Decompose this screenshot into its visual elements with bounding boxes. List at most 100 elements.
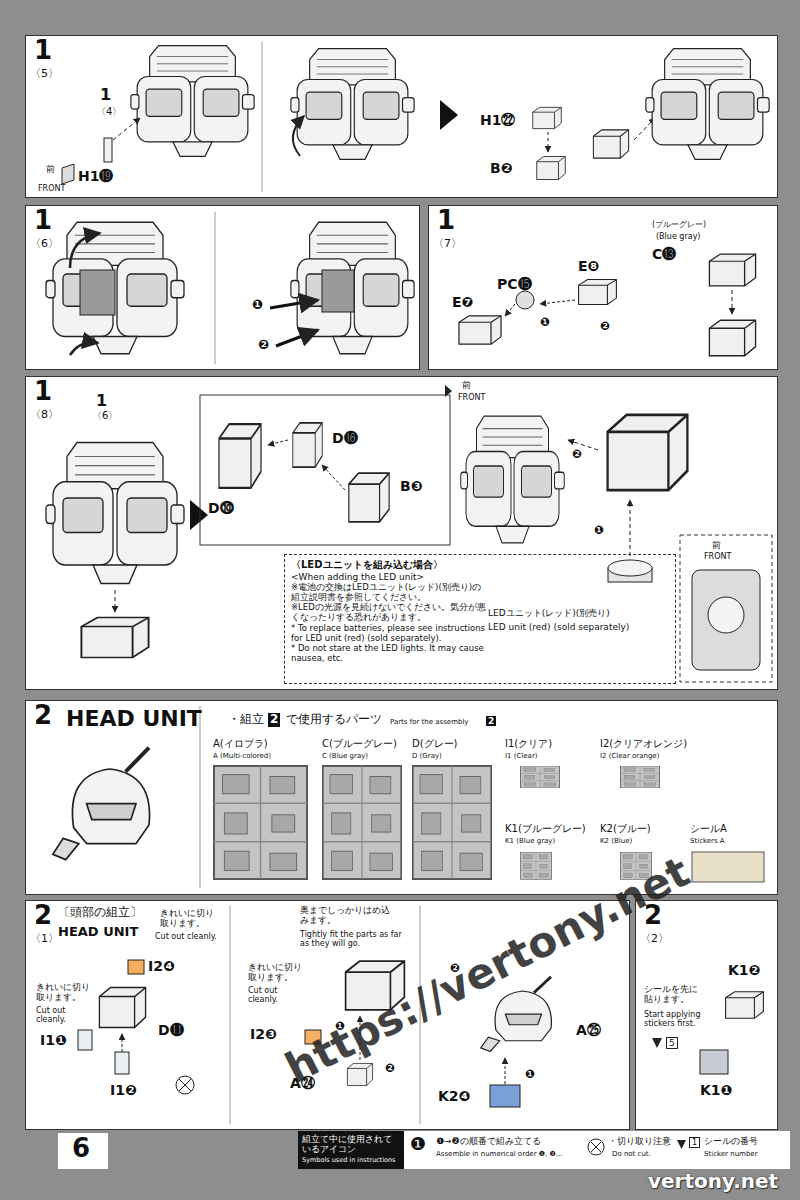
instruction-text: きれいに切り取ります。: [248, 962, 304, 983]
instruction-text: 組立て中に使用されているアイコン: [302, 1134, 392, 1155]
part-callout: D⓰: [332, 430, 358, 446]
instruction-text: Symbols used in instructions: [302, 1157, 395, 1164]
instruction-text: K1 (Blue gray): [505, 837, 555, 845]
instruction-text: 〈4〉: [96, 106, 122, 118]
step-number: 1: [34, 377, 52, 407]
instruction-text: C (Blue gray): [322, 752, 368, 760]
step-number: 1: [437, 206, 455, 236]
instruction-text: 前: [462, 380, 471, 390]
instruction-text: FRONT: [458, 393, 485, 402]
instruction-text: Tightly fit the parts as far as they wil…: [300, 930, 412, 948]
instruction-text: D(グレー): [412, 738, 458, 750]
instruction-text: I1(クリア): [505, 738, 552, 750]
part-callout: I1❷: [110, 1082, 137, 1098]
instruction-text: (ブルーグレー): [652, 220, 706, 229]
step-heading: 〈8〉: [30, 409, 59, 422]
watermark: https://vertony.net: [278, 848, 697, 1093]
instruction-text: ❶→❷の順番で組み立てる: [436, 1136, 541, 1146]
note-text: * To replace batteries, please see instr…: [291, 624, 486, 644]
instruction-text: Do not cut.: [612, 1150, 651, 1158]
step-heading: 〈7〉: [433, 238, 462, 251]
part-callout: 1: [96, 392, 107, 410]
instruction-text: I1 (Clear): [505, 752, 538, 760]
instruction-text: きれいに切り取ります。: [160, 908, 216, 929]
step-heading: 〈1〉: [30, 933, 59, 946]
step-heading: HEAD UNIT: [66, 706, 202, 731]
step-number: 1: [34, 36, 52, 66]
instruction-text: Start applying stickers first.: [644, 1010, 716, 1028]
instruction-text: Cut out cleanly.: [155, 932, 227, 941]
instruction-text: で使用するパーツ: [286, 713, 382, 727]
instruction-text: K1(ブルーグレー): [505, 823, 586, 835]
number-box: 2: [486, 716, 496, 726]
instruction-text: Sticker number: [704, 1150, 758, 1158]
part-callout: ❶: [525, 1068, 535, 1082]
instruction-text: I2(クリアオレンジ): [600, 738, 687, 750]
part-callout: K1❷: [728, 962, 760, 978]
part-callout: ❶: [540, 316, 550, 330]
number-box: 5: [666, 1037, 678, 1049]
instruction-text: D (Gray): [412, 752, 442, 760]
instruction-text: FRONT: [704, 552, 731, 561]
instruction-text: 〈6〉: [92, 410, 118, 422]
instruction-text: K2 (Blue): [600, 837, 632, 845]
part-callout: ❷: [258, 338, 269, 353]
instruction-text: Cut out cleanly.: [248, 986, 304, 1004]
part-callout: K1❶: [700, 1082, 732, 1098]
part-callout: ❷: [385, 1062, 395, 1076]
part-callout: B❷: [490, 160, 513, 176]
part-callout: E❼: [452, 294, 473, 310]
number-box: 1: [689, 1137, 700, 1148]
part-callout: ❶: [594, 524, 604, 538]
note-text: <When adding the LED unit>: [291, 572, 486, 582]
part-callout: H1⓳: [78, 168, 113, 184]
instruction-text: ・組立: [228, 713, 264, 727]
step-panel: 1〈7〉: [428, 205, 778, 370]
step-heading: 〈5〉: [30, 68, 59, 81]
note-text: * Do not stare at the LED lights. It may…: [291, 644, 486, 664]
instruction-text: 前: [712, 540, 721, 550]
step-heading: 〈6〉: [30, 238, 59, 251]
instruction-text: ・切り取り注意: [608, 1136, 671, 1146]
part-callout: E❽: [578, 258, 599, 274]
note-text: ※LEDの光源を見続けないでください。気分が悪くなったりする恐れがあります。: [291, 603, 486, 623]
part-callout: D⓾: [208, 500, 234, 516]
instruction-text: LED unit (red) (sold separately): [488, 622, 629, 632]
note-heading: 〈LEDユニットを組み込む場合〉: [291, 559, 486, 571]
instruction-text: ❶: [410, 1134, 426, 1155]
step-panel: 1 〈5〉: [25, 35, 778, 198]
part-callout: C⓭: [652, 246, 676, 262]
instruction-text: シールの番号: [704, 1136, 758, 1146]
step-number: 2: [34, 901, 52, 931]
part-callout: 6: [72, 1134, 90, 1164]
note-text: ※電池の交換はLEDユニット(レッド)(別売り)の組立説明書を参照してください。: [291, 583, 486, 603]
step-heading: 〈2〉: [640, 933, 669, 946]
part-callout: H1㉒: [480, 112, 515, 128]
instruction-text: Assemble in numerical order ❶, ❷...: [436, 1150, 562, 1158]
part-callout: B❸: [400, 478, 423, 494]
part-callout: PC⓯: [497, 276, 532, 292]
instruction-text: A (Multi-colored): [213, 752, 271, 760]
instruction-text: A(イロプラ): [213, 738, 268, 750]
number-box: 2: [268, 713, 280, 727]
part-callout: I2❸: [250, 1026, 277, 1042]
step-panel: 〈LEDユニットを組み込む場合〉<When adding the LED uni…: [25, 376, 778, 690]
instruction-text: I2 (Clear orange): [600, 752, 659, 760]
part-callout: D⓫: [158, 1022, 184, 1038]
part-callout: ❶: [252, 298, 263, 313]
step-number: 1: [34, 206, 52, 236]
instruction-text: Cut out cleanly.: [36, 1006, 92, 1024]
instruction-text: Parts for the assembly: [390, 718, 469, 726]
instruction-text: シールA: [690, 823, 727, 835]
instruction-text: シールを先に貼ります。: [644, 984, 706, 1005]
watermark: vertony.net: [648, 1170, 778, 1193]
instruction-text: 前: [46, 164, 55, 174]
part-callout: I1❶: [40, 1032, 67, 1048]
part-callout: A㉕: [576, 1022, 601, 1038]
part-callout: 1: [100, 86, 111, 104]
step-panel: 1〈6〉: [25, 205, 420, 370]
instruction-text: 奥までしっかりはめ込みます。: [300, 905, 390, 926]
part-callout: ❷: [600, 320, 610, 334]
instruction-text: C(ブルーグレー): [322, 738, 397, 750]
instruction-text: FRONT: [38, 184, 65, 193]
